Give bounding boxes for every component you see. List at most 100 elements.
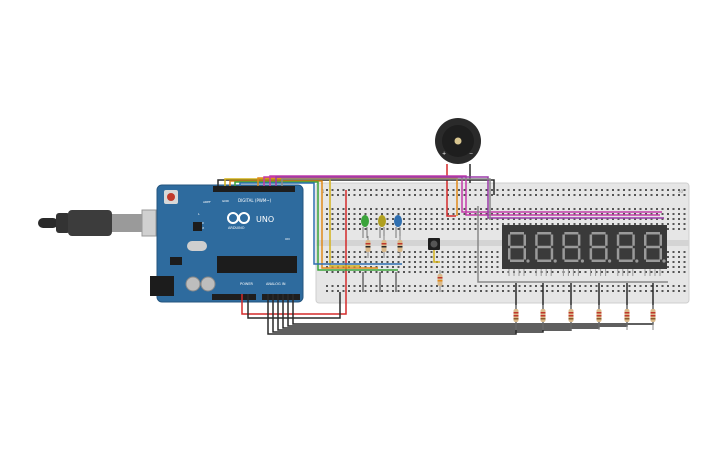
breadboard-hole — [485, 194, 488, 196]
breadboard-hole — [480, 218, 482, 220]
breadboard-hole — [667, 194, 669, 196]
breadboard-hole — [606, 223, 609, 225]
wire-buzzer-plus[interactable] — [446, 183, 456, 217]
breadboard-hole — [562, 208, 565, 210]
resistor-digit-6[interactable] — [650, 305, 656, 330]
segment-b — [605, 234, 608, 246]
breadboard-hole — [353, 189, 356, 191]
wire-5v[interactable] — [241, 190, 347, 315]
wire-display-c[interactable] — [275, 176, 664, 219]
breadboard-hole — [507, 223, 510, 225]
breadboard-hole — [683, 290, 686, 292]
breadboard-hole — [491, 271, 493, 273]
breadboard-hole — [485, 208, 488, 210]
breadboard-hole — [425, 228, 427, 230]
breadboard-hole — [326, 290, 328, 292]
breadboard-hole — [447, 256, 449, 258]
breadboard-hole — [414, 223, 416, 225]
breadboard-hole — [375, 251, 378, 253]
breadboard-hole — [364, 194, 367, 196]
wire-display-b[interactable] — [269, 175, 660, 216]
breadboard-hole — [359, 223, 361, 225]
resistor-digit-3[interactable] — [568, 305, 574, 330]
breadboard-hole — [337, 261, 339, 263]
resistor-led-3[interactable] — [397, 236, 403, 258]
wire-d11[interactable] — [234, 181, 398, 271]
breadboard-hole — [672, 228, 675, 230]
breadboard-hole — [491, 266, 493, 268]
breadboard-hole — [375, 261, 378, 263]
wire-buzzer-signal[interactable] — [257, 177, 458, 216]
piezo-buzzer[interactable]: + − — [435, 118, 481, 183]
led-green[interactable] — [361, 215, 369, 238]
breadboard-hole — [469, 261, 471, 263]
segment-c — [659, 248, 662, 260]
breadboard-hole — [540, 223, 543, 225]
breadboard-hole — [524, 285, 526, 287]
resistor-led-2[interactable] — [381, 236, 387, 258]
breadboard-hole — [672, 266, 675, 268]
power-jack — [150, 276, 174, 296]
breadboard-hole — [430, 285, 433, 287]
breadboard-hole — [584, 271, 587, 273]
breadboard-hole — [524, 271, 526, 273]
resistor-button[interactable] — [437, 270, 443, 292]
breadboard-hole — [342, 285, 345, 287]
seven-segment-display[interactable] — [502, 225, 667, 276]
breadboard-hole — [474, 189, 477, 191]
breadboard-hole — [337, 194, 339, 196]
breadboard-hole — [403, 285, 405, 287]
breadboard-hole — [667, 208, 669, 210]
breadboard-hole — [496, 256, 499, 258]
breadboard-hole — [337, 271, 339, 273]
wire-a5[interactable] — [292, 283, 654, 325]
breadboard-hole — [667, 251, 669, 253]
resistor-digit-5[interactable] — [624, 305, 630, 330]
wire-gnd-bottom[interactable] — [247, 292, 341, 319]
wire-display-d[interactable] — [281, 178, 491, 220]
breadboard-hole — [353, 228, 356, 230]
breadboard-hole — [683, 208, 686, 210]
breadboard-hole — [667, 189, 669, 191]
resistor-digit-2[interactable] — [540, 305, 546, 330]
resistor-led-1[interactable] — [365, 236, 371, 258]
reset-button[interactable] — [167, 193, 175, 201]
breadboard-hole — [551, 271, 554, 273]
breadboard-hole — [617, 223, 620, 225]
breadboard-hole — [403, 266, 405, 268]
breadboard-hole — [353, 290, 356, 292]
breadboard-hole — [414, 266, 416, 268]
gnd-label: GND — [222, 199, 230, 203]
breadboard-hole — [480, 189, 482, 191]
breadboard-hole — [419, 223, 422, 225]
breadboard-hole — [573, 218, 576, 220]
breadboard-hole — [650, 285, 653, 287]
breadboard-hole — [562, 213, 565, 215]
breadboard-hole — [392, 266, 394, 268]
breadboard-hole — [535, 213, 537, 215]
breadboard-hole — [370, 213, 372, 215]
breadboard-hole — [661, 223, 664, 225]
breadboard-hole — [678, 251, 680, 253]
breadboard-hole — [452, 194, 455, 196]
resistor-digit-4[interactable] — [596, 305, 602, 330]
wire-display-bus[interactable] — [477, 206, 668, 283]
wire-d10[interactable] — [239, 182, 402, 265]
pushbutton[interactable] — [428, 238, 440, 250]
wire-gnd-top[interactable] — [217, 179, 495, 195]
breadboard-hole — [353, 223, 356, 225]
breadboard-hole — [601, 189, 603, 191]
wire-a4[interactable] — [287, 283, 628, 327]
breadboard-hole — [436, 266, 438, 268]
brand-label: ARDUINO — [228, 226, 245, 230]
led-blue[interactable] — [394, 215, 402, 238]
usb-cable[interactable] — [38, 209, 157, 237]
arduino-uno-board[interactable]: DIGITAL (PWM~) AREF GND UNO ARDUINO L TX… — [150, 184, 304, 303]
arduino-logo-icon — [227, 212, 250, 224]
breadboard-hole — [639, 213, 642, 215]
resistor-digit-1[interactable] — [513, 305, 519, 330]
breadboard-hole — [447, 208, 449, 210]
wire-d12[interactable] — [229, 180, 378, 269]
breadboard-hole — [441, 208, 444, 210]
